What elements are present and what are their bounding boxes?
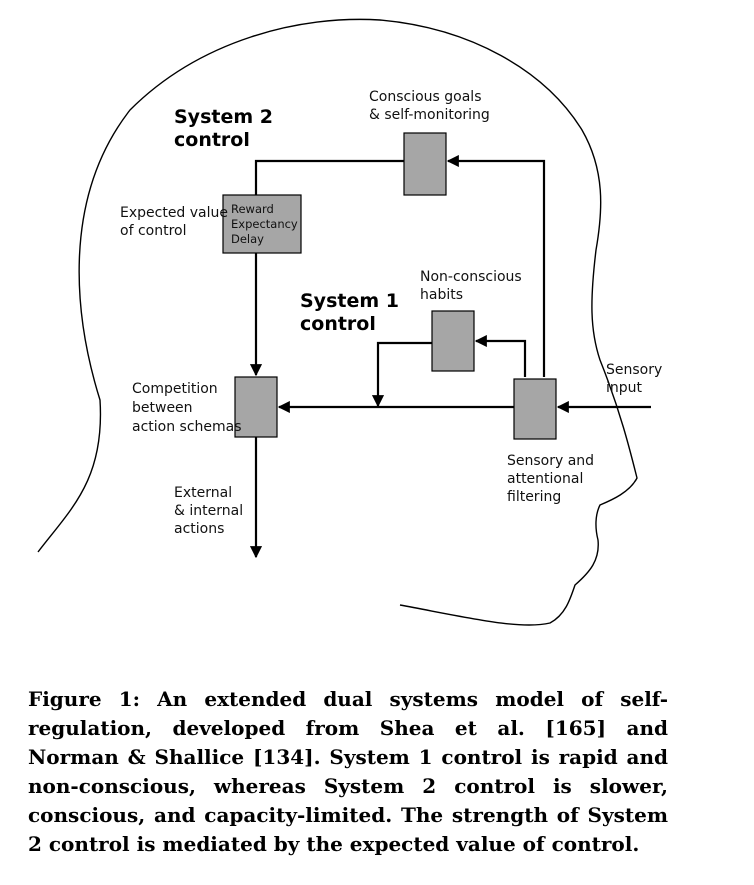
non-conscious-habits-label: Non-conscious habits [420,269,526,303]
non-conscious-habits-box [431,310,475,372]
sensory-input-label: Sensory input [606,362,667,396]
competition-box [234,376,278,438]
system2-label: System 2 control [174,106,280,151]
reward-box-label: Reward Expectancy Delay [231,202,301,246]
conscious-goals-box [403,132,447,196]
system1-label: System 1 control [300,290,406,335]
actions-label: External & internal actions [174,485,248,537]
habits-to-competition-arrow [371,341,432,408]
conscious-goals-label: Conscious goals & self-monitoring [369,89,490,123]
filter-to-goals-arrow [446,154,546,377]
competition-label: Competition between action schemas [132,381,242,435]
head-outline [37,18,638,626]
sensory-filtering-label: Sensory and attentional filtering [507,453,599,505]
sensory-filtering-box [513,378,557,440]
reward-expectancy-delay-box [222,194,302,254]
goals-to-reward-line [254,159,404,195]
filter-to-habits-arrow [474,334,527,377]
expected-value-label: Expected value of control [120,205,232,239]
figure-caption: Figure 1: An extended dual systems model… [28,687,668,856]
dual-systems-diagram: System 2 control System 1 control Consci… [37,18,667,626]
